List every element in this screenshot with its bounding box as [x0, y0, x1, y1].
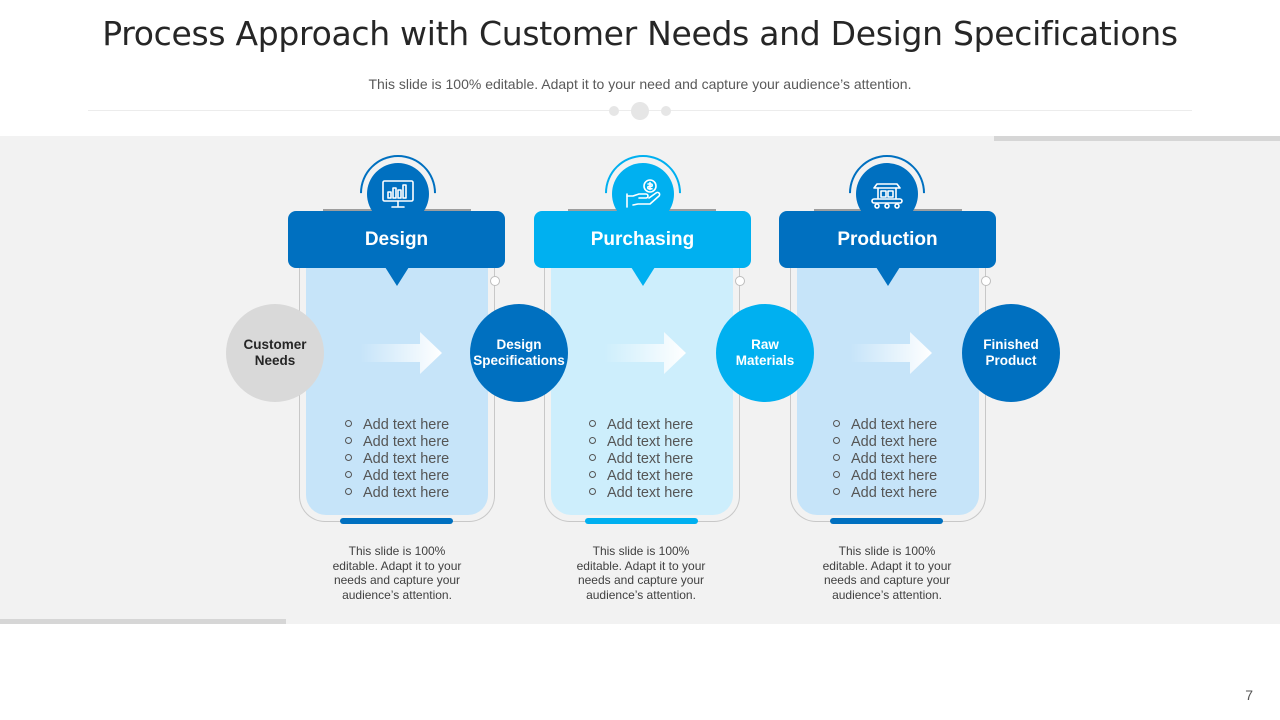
list-item: Add text here [589, 434, 693, 451]
flow-arrow-icon [850, 332, 932, 374]
divider-dot-left [609, 106, 619, 116]
list-item: Add text here [833, 485, 937, 502]
divider-dot-center [631, 102, 649, 120]
list-item: Add text here [345, 417, 449, 434]
list-item: Add text here [833, 468, 937, 485]
node-label-line: Materials [735, 353, 795, 368]
stage-design-header: Design [288, 211, 505, 286]
list-item: Add text here [833, 417, 937, 434]
stage-purchasing-card-fill [551, 252, 733, 515]
node-finished-product: Finished Product [962, 304, 1060, 402]
stage-production-card-fill [797, 252, 979, 515]
node-customer-needs: Customer Needs [226, 304, 324, 402]
stage-header-label: Production [837, 228, 938, 250]
stage-design-card [299, 252, 500, 522]
list-item: Add text here [345, 434, 449, 451]
slide-title: Process Approach with Customer Needs and… [102, 14, 1178, 53]
flow-arrow-icon [604, 332, 686, 374]
stage-purchasing-underline [585, 518, 698, 524]
node-label-line: Customer [243, 337, 307, 352]
band-accent-bottom [0, 619, 286, 624]
node-label-line: Finished [983, 337, 1039, 352]
list-item: Add text here [589, 485, 693, 502]
stage-header-label: Design [364, 228, 429, 250]
list-item: Add text here [589, 417, 693, 434]
list-item: Add text here [345, 485, 449, 502]
node-raw-materials: Raw Materials [716, 304, 814, 402]
header-pointer [630, 267, 655, 286]
node-label-line: Raw [751, 337, 779, 352]
stage-design-underline [340, 518, 453, 524]
stage-production-card [790, 252, 991, 522]
slide-subtitle: This slide is 100% editable. Adapt it to… [368, 76, 912, 92]
list-item: Add text here [345, 468, 449, 485]
stage-design-card-fill [306, 252, 488, 515]
card-knob [490, 276, 500, 286]
list-item: Add text here [833, 434, 937, 451]
band-accent-top [994, 136, 1280, 141]
flow-arrow-icon [360, 332, 442, 374]
node-label-line: Product [985, 353, 1037, 368]
stage-purchasing-bullets: Add text here Add text here Add text her… [589, 417, 693, 502]
list-item: Add text here [589, 451, 693, 468]
page-number: 7 [1245, 687, 1253, 703]
stage-design-description: This slide is 100% editable. Adapt it to… [332, 544, 462, 602]
stage-production-header: Production [779, 211, 996, 286]
node-label-line: Specifications [473, 353, 565, 368]
list-item: Add text here [833, 451, 937, 468]
divider-dot-right [661, 106, 671, 116]
stage-production-underline [830, 518, 943, 524]
node-design-specifications: Design Specifications [470, 304, 568, 402]
stage-header-label: Purchasing [590, 228, 695, 250]
card-knob [735, 276, 745, 286]
header-pointer [384, 267, 409, 286]
header-pointer [875, 267, 900, 286]
card-knob [981, 276, 991, 286]
stage-production-description: This slide is 100% editable. Adapt it to… [822, 544, 952, 602]
stage-purchasing-description: This slide is 100% editable. Adapt it to… [576, 544, 706, 602]
list-item: Add text here [589, 468, 693, 485]
node-label-line: Design [496, 337, 542, 352]
stage-design-bullets: Add text here Add text here Add text her… [345, 417, 449, 502]
node-label-line: Needs [254, 353, 296, 368]
list-item: Add text here [345, 451, 449, 468]
stage-purchasing-header: Purchasing [534, 211, 751, 286]
stage-production-bullets: Add text here Add text here Add text her… [833, 417, 937, 502]
